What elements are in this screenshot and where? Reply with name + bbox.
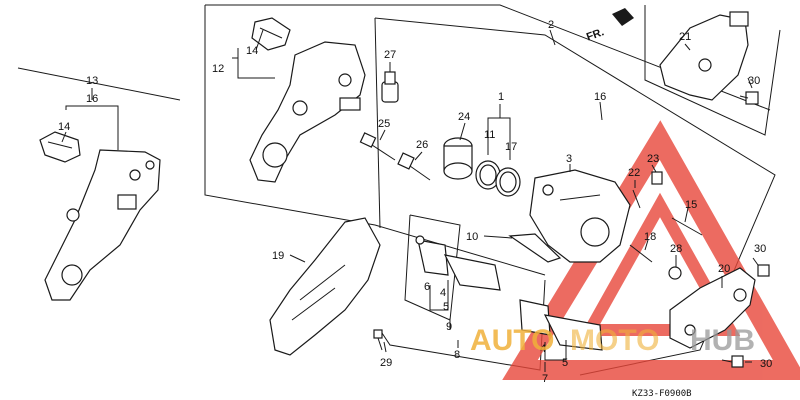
callout-23: 23 — [647, 153, 659, 165]
pin-bolt-26 — [397, 152, 431, 181]
callout-5b: 5 — [562, 357, 568, 369]
callout-4a: 4 — [440, 287, 446, 299]
pin-bolt-25 — [359, 132, 396, 161]
callout-30a: 30 — [748, 75, 760, 87]
callout-8: 8 — [454, 349, 460, 361]
callout-10: 10 — [466, 231, 478, 243]
pin-clip-14b — [39, 131, 81, 163]
watermark-hub: HUB — [690, 324, 755, 357]
pin-boot — [668, 266, 682, 280]
callout-27: 27 — [384, 49, 396, 61]
slide-pin-15 — [671, 217, 703, 236]
pin-clip-14a — [251, 17, 291, 51]
callout-15: 15 — [685, 199, 697, 211]
bolt-30b — [757, 264, 770, 277]
bolt-30c — [721, 355, 744, 368]
callout-26: 26 — [416, 139, 428, 151]
callout-25: 25 — [378, 118, 390, 130]
callout-20: 20 — [718, 263, 730, 275]
callout-28: 28 — [670, 243, 682, 255]
callout-11: 11 — [484, 129, 495, 141]
callout-29: 29 — [380, 357, 392, 369]
callout-numbers: 1 2 3 4 4 5 5 6 7 8 9 10 11 12 13 14 14 … — [58, 19, 772, 385]
callout-9: 9 — [446, 321, 452, 333]
bleed-screw — [632, 171, 663, 209]
callout-21: 21 — [679, 31, 691, 43]
watermark-moto: MOTO — [570, 324, 659, 357]
callout-18: 18 — [644, 231, 656, 243]
bolt-30a — [739, 91, 759, 105]
callout-16a: 16 — [594, 91, 606, 103]
callout-24: 24 — [458, 111, 470, 123]
callout-4b: 4 — [540, 343, 546, 355]
callout-17: 17 — [505, 141, 517, 153]
slide-pin-18 — [629, 244, 653, 263]
callout-22: 22 — [628, 167, 640, 179]
callout-30b: 30 — [754, 243, 766, 255]
callout-3: 3 — [566, 153, 572, 165]
callout-16b: 16 — [86, 93, 98, 105]
upper-guard — [659, 11, 749, 101]
drawing-code: KZ33-F0900B — [632, 389, 692, 399]
callout-14a: 14 — [246, 45, 258, 57]
piston — [443, 137, 473, 180]
callout-1: 1 — [498, 91, 504, 103]
callout-2: 2 — [548, 19, 554, 31]
watermark-text: AUTO MOTO HUB — [470, 324, 755, 357]
pad-spring — [508, 233, 562, 263]
caliper-bracket-left — [44, 149, 161, 301]
front-direction-arrow: FR. — [585, 8, 634, 44]
callout-6: 6 — [424, 281, 430, 293]
disc-guard — [269, 217, 381, 356]
callout-13: 13 — [86, 75, 98, 87]
brake-pads-lower — [519, 299, 603, 351]
caliper-body — [529, 169, 631, 263]
callout-30c: 30 — [760, 358, 772, 370]
caliper-bracket-upper — [249, 41, 366, 183]
brake-pads-upper — [415, 235, 501, 291]
screw-29 — [373, 329, 383, 351]
leader-lines — [61, 29, 759, 372]
callout-14b: 14 — [58, 121, 70, 133]
callout-12: 12 — [212, 63, 224, 75]
callout-7: 7 — [542, 373, 548, 385]
piston-seal — [475, 160, 501, 190]
dust-seal — [495, 167, 521, 197]
lower-guard — [669, 267, 756, 349]
callout-19: 19 — [272, 250, 284, 262]
bleeder-valve — [381, 71, 399, 103]
watermark-auto: AUTO — [470, 324, 554, 357]
direction-label: FR. — [585, 26, 606, 43]
callout-5a: 5 — [443, 301, 449, 313]
